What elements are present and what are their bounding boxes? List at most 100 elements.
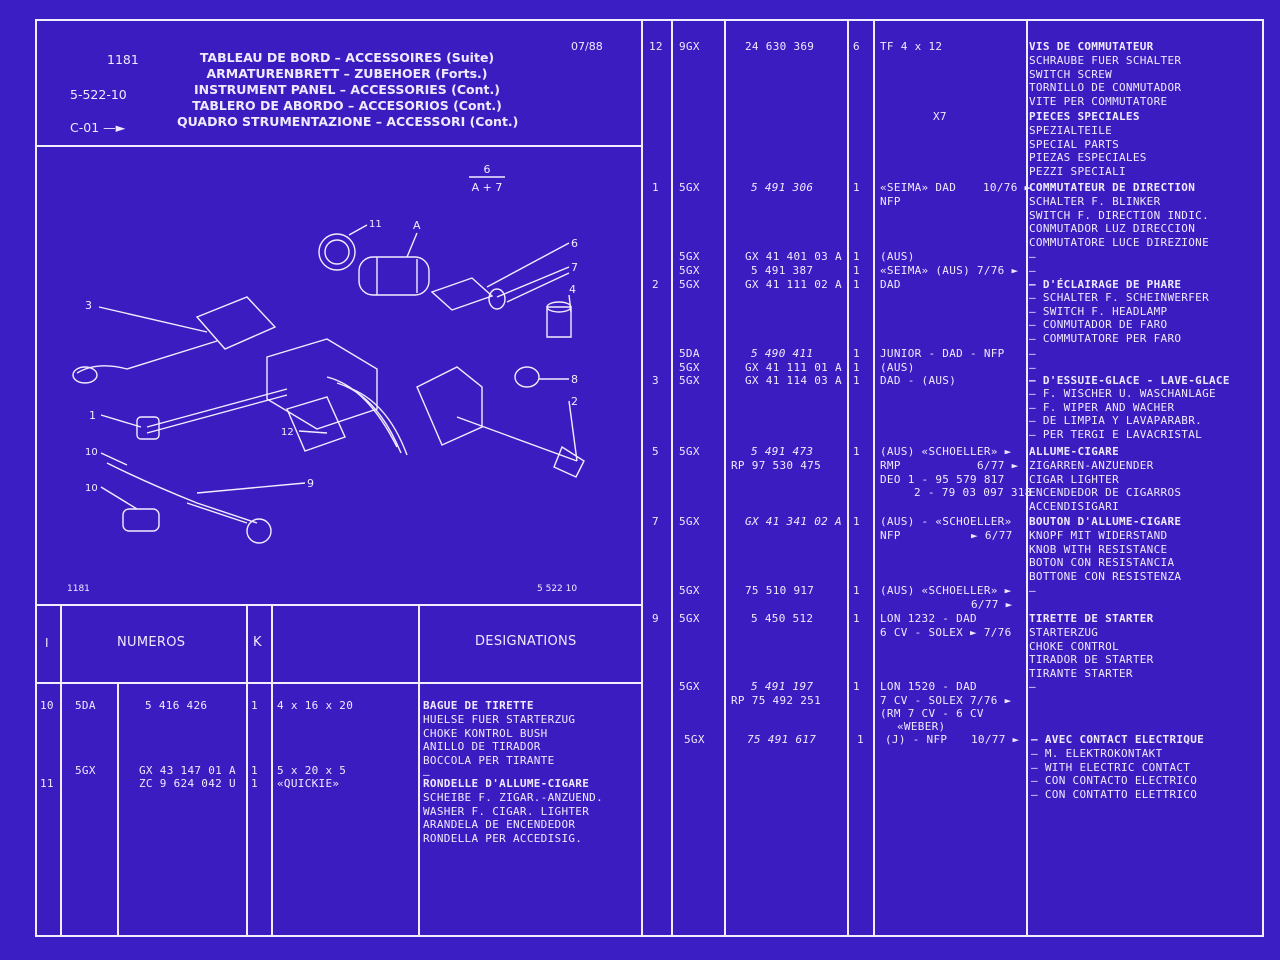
model-code: 5GX (679, 250, 700, 263)
part-number: 5 491 387 (751, 264, 814, 277)
parts-catalog-sheet: 1181 5-522-10 C-01 —► 07/88 TABLEAU DE B… (35, 19, 1264, 937)
spec: (AUS) «SCHOELLER» ► (880, 584, 1012, 597)
item-number: 11 (40, 777, 54, 790)
desc-line: SCHALTER F. BLINKER (1029, 195, 1161, 208)
desc-line: PEZZI SPECIALI (1029, 165, 1126, 179)
model-code: 5GX (679, 445, 700, 458)
part-number: 5 416 426 (145, 699, 208, 712)
quantity: 1 (853, 181, 860, 194)
item-number: 12 (649, 40, 663, 53)
part-number-alt: RP 97 530 475 (731, 459, 821, 472)
designation-title: RONDELLE D'ALLUME-CIGARE (423, 777, 590, 790)
designation-translations: – SCHALTER F. SCHEINWERFER – SWITCH F. H… (1029, 291, 1209, 346)
desc-line: – F. WIPER AND WACHER (1029, 400, 1175, 414)
quantity: 1 (853, 612, 860, 625)
colhead-numeros: NUMEROS (117, 635, 186, 650)
callout-6: 6 (571, 237, 578, 250)
desc-line: — (423, 767, 430, 781)
desc-line: ENCENDEDOR DE CIGARROS (1029, 486, 1182, 500)
part-2-switch (416, 366, 483, 446)
part-10-cable (106, 462, 258, 524)
divider-left-item (60, 604, 62, 935)
quantity: 1 (853, 347, 860, 360)
part-4-socket (546, 306, 572, 338)
designation-translations: HUELSE FUER STARTERZUG CHOKE KONTROL BUS… (423, 713, 575, 781)
part-number: 75 491 617 (747, 733, 817, 746)
divider-right-qty (847, 21, 849, 935)
designation-title: BOUTON D'ALLUME-CIGARE (1029, 515, 1182, 528)
spec: «SEIMA» (AUS) 7/76 ► (880, 264, 1019, 277)
spec: (AUS) (880, 250, 915, 263)
part-12-bracket (286, 396, 346, 452)
designation-dash: — (1029, 250, 1036, 263)
designation-title: – D'ÉCLAIRAGE DE PHARE (1029, 278, 1182, 291)
desc-line: ARANDELA DE ENCENDEDOR (423, 818, 576, 832)
divider-right-desig (1026, 21, 1028, 935)
spec: 5 x 20 x 5 (277, 764, 347, 777)
desc-line: – SCHALTER F. SCHEINWERFER (1029, 291, 1209, 304)
spec: LON 1520 - DAD (880, 680, 977, 693)
desc-line: RONDELLA PER ACCEDISIG. (423, 832, 583, 846)
desc-line: – WITH ELECTRIC CONTACT (1031, 760, 1191, 774)
designation-translations: – M. ELEKTROKONTAKT – WITH ELECTRIC CONT… (1031, 747, 1197, 802)
desc-line: – M. ELEKTROKONTAKT (1031, 747, 1163, 760)
spec: RMP (880, 459, 901, 472)
designation-dash: — (1029, 361, 1036, 374)
spec-date: 10/77 ► (971, 733, 1020, 746)
callout-10b: 10 (85, 483, 98, 494)
title-es: TABLERO DE ABORDO – ACCESORIOS (Cont.) (192, 98, 502, 113)
desc-line: – PER TERGI E LAVACRISTAL (1029, 428, 1203, 442)
item-number: 1 (652, 181, 659, 194)
part-1-stalk (146, 388, 288, 428)
group-arrow: —► (103, 120, 126, 135)
spec: 4 x 16 x 20 (277, 699, 354, 712)
diagram-footer-right: 5 522 10 (537, 584, 577, 594)
divider-left-panel (641, 21, 643, 935)
quantity: 1 (853, 278, 860, 291)
designation-title: VIS DE COMMUTATEUR (1029, 40, 1154, 53)
designation-dash: — (1029, 680, 1036, 693)
desc-line: PIEZAS ESPECIALES (1029, 151, 1147, 165)
part-number: 24 630 369 (745, 40, 815, 53)
quantity: 1 (857, 733, 864, 746)
designation-translations: STARTERZUG CHOKE CONTROL TIRADOR DE STAR… (1029, 626, 1154, 681)
desc-line: VITE PER COMMUTATORE (1029, 95, 1168, 109)
group-code: C-01 —► (70, 120, 125, 136)
desc-line: – CON CONTATTO ELETTRICO (1031, 788, 1198, 802)
model-code: 5GX (75, 764, 96, 777)
title-de: ARMATURENBRETT – ZUBEHOER (Forts.) (206, 66, 488, 81)
desc-line: TIRANTE STARTER (1029, 667, 1133, 681)
designation-translations: – F. WISCHER U. WASCHANLAGE – F. WIPER A… (1029, 387, 1216, 442)
part-code: 5-522-10 (70, 87, 127, 102)
spec: DAD (880, 278, 901, 291)
model-code: 9GX (679, 40, 700, 53)
desc-line: – SWITCH F. HEADLAMP (1029, 304, 1168, 318)
desc-line: SCHEIBE F. ZIGAR.-ANZUEND. (423, 791, 603, 804)
quantity: 1 (853, 445, 860, 458)
spec: (AUS) «SCHOELLER» ► (880, 445, 1012, 458)
desc-line: SWITCH SCREW (1029, 67, 1113, 81)
model-code: 5GX (679, 680, 700, 693)
desc-line: COMMUTATORE LUCE DIREZIONE (1029, 236, 1209, 250)
part-number: GX 41 111 02 A (745, 278, 842, 291)
spec-alt: NFP (880, 195, 901, 208)
callout-9: 9 (307, 477, 314, 490)
part-number: 5 490 411 (751, 347, 814, 360)
desc-line: SWITCH F. DIRECTION INDIC. (1029, 208, 1209, 222)
desc-line: CONMUTADOR LUZ DIRECCION (1029, 222, 1196, 236)
designation-translations: SCHRAUBE FUER SCHALTER SWITCH SCREW TORN… (1029, 54, 1181, 109)
item-number: 5 (652, 445, 659, 458)
desc-line: ANILLO DE TIRADOR (423, 740, 541, 754)
item-number: 3 (652, 374, 659, 387)
spec: 7 CV - SOLEX 7/76 ► (880, 694, 1012, 707)
divider-left-desig (418, 604, 420, 935)
quantity: 6 (853, 40, 860, 53)
spec: DAD - (AUS) (880, 374, 957, 387)
divider-left-spec (271, 604, 273, 935)
header-date: 07/88 (571, 40, 603, 53)
page-number: 1181 (107, 52, 139, 67)
part-number: GX 41 401 03 A (745, 250, 842, 263)
item-number: 10 (40, 699, 54, 712)
part-number: 5 491 197 (751, 680, 814, 693)
part-number: GX 41 341 02 A (745, 515, 842, 528)
